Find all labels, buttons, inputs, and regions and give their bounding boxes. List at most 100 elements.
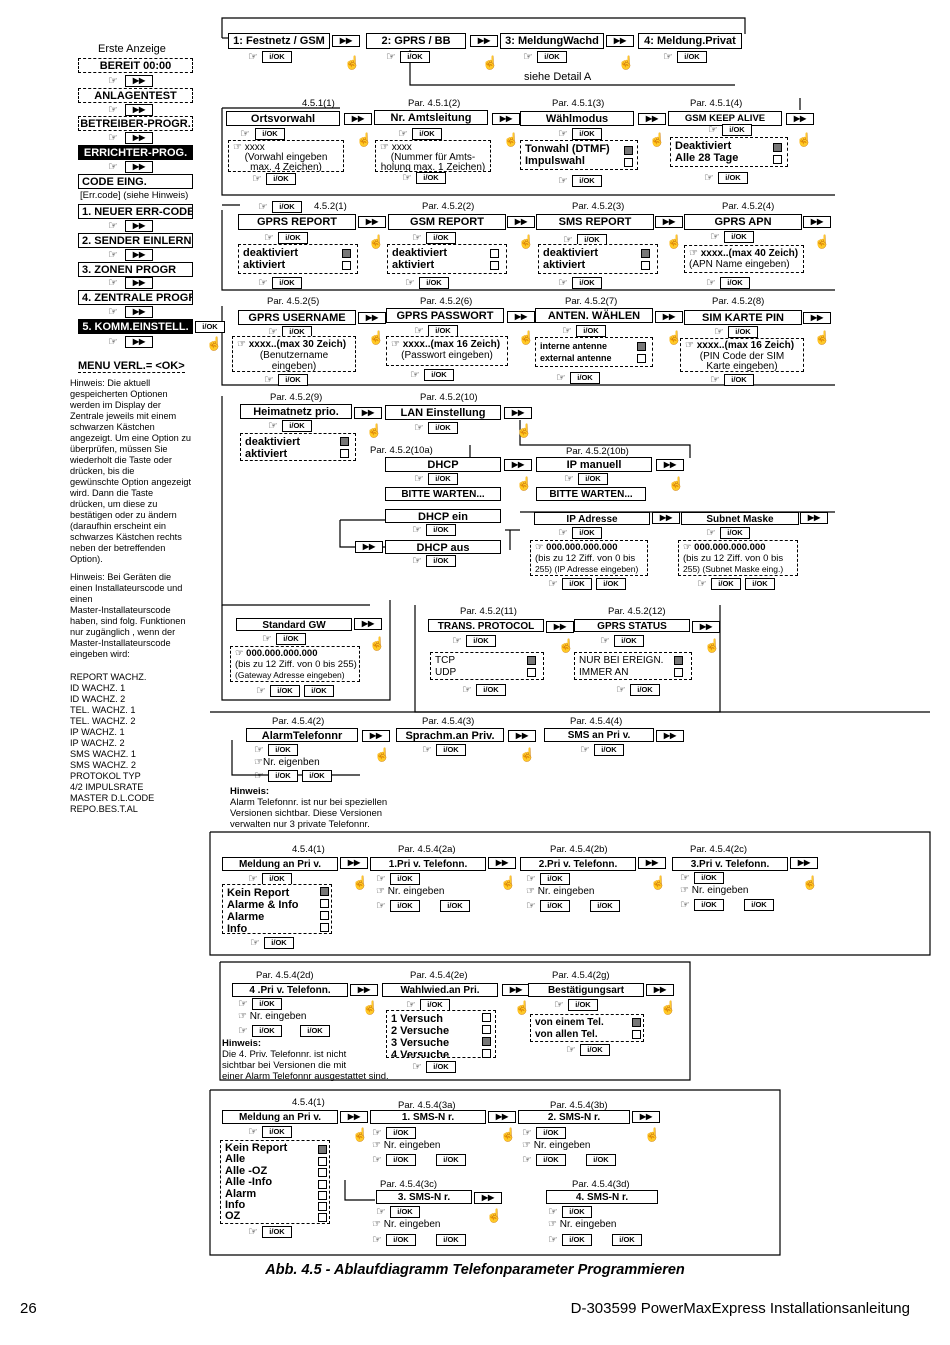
ok-button[interactable]: i/OK (426, 524, 456, 536)
ip-address-title[interactable]: IP Adresse (534, 512, 650, 525)
ok-button[interactable]: i/OK (694, 872, 724, 884)
ok-button[interactable]: i/OK (580, 1044, 610, 1056)
ok-button[interactable]: i/OK (262, 1226, 292, 1238)
antenna-title[interactable]: ANTEN. WÄHLEN (535, 308, 653, 323)
gprs-report-title[interactable]: GPRS REPORT (238, 214, 356, 230)
checkbox[interactable] (482, 1049, 491, 1058)
next-button[interactable]: ▶▶ (502, 984, 530, 996)
ok-button[interactable]: i/OK (252, 1025, 282, 1037)
ok-button[interactable]: i/OK (694, 899, 724, 911)
ok-button[interactable]: i/OK (728, 326, 758, 338)
checkbox[interactable] (674, 656, 683, 665)
next-button[interactable]: ▶▶ (652, 512, 680, 524)
checkbox[interactable] (527, 668, 536, 677)
sms3-nr-input[interactable]: ☞ Nr. eingeben (372, 1219, 441, 1230)
sms4-nr-input[interactable]: ☞ Nr. eingeben (548, 1219, 617, 1230)
next-button[interactable]: ▶▶ (125, 220, 153, 232)
ok-button[interactable]: i/OK (630, 684, 660, 696)
ok-button[interactable]: i/OK (424, 369, 454, 381)
next-button[interactable]: ▶▶ (655, 311, 683, 323)
next-button[interactable]: ▶▶ (790, 857, 818, 869)
next-button[interactable]: ▶▶ (655, 216, 683, 228)
sms2-nr-input[interactable]: ☞ Nr. eingeben (522, 1140, 591, 1151)
next-button[interactable]: ▶▶ (470, 35, 498, 47)
ok-button[interactable]: i/OK (572, 175, 602, 187)
sms-nr-1-title[interactable]: 1. SMS-N r. (370, 1110, 486, 1124)
next-button[interactable]: ▶▶ (125, 104, 153, 116)
ok-button[interactable]: i/OK (300, 1025, 330, 1037)
next-button[interactable]: ▶▶ (504, 459, 532, 471)
checkbox[interactable] (674, 668, 683, 677)
next-button[interactable]: ▶▶ (358, 216, 386, 228)
ok-button[interactable]: i/OK (562, 578, 592, 590)
checkbox[interactable] (320, 911, 329, 920)
ok-button[interactable]: i/OK (268, 744, 298, 756)
gprs-apn-title[interactable]: GPRS APN (684, 214, 802, 230)
alarm-nr-input[interactable]: ☞Nr. eigenben (254, 757, 320, 768)
ok-button[interactable]: i/OK (562, 1234, 592, 1246)
menu-enter-code[interactable]: CODE EING. (78, 174, 193, 189)
next-button[interactable]: ▶▶ (488, 1111, 516, 1123)
next-button[interactable]: ▶▶ (344, 113, 372, 125)
checkbox[interactable] (342, 249, 351, 258)
ok-button[interactable]: i/OK (255, 128, 285, 140)
next-button[interactable]: ▶▶ (340, 857, 368, 869)
next-button[interactable]: ▶▶ (362, 730, 390, 742)
next-button[interactable]: ▶▶ (632, 1111, 660, 1123)
gprs-username-title[interactable]: GPRS USERNAME (238, 310, 356, 325)
ok-button[interactable]: i/OK (711, 578, 741, 590)
sms1-nr-input[interactable]: ☞ Nr. eingeben (372, 1140, 441, 1151)
dhcp-title[interactable]: DHCP (385, 457, 501, 472)
ok-button[interactable]: i/OK (386, 1154, 416, 1166)
next-button[interactable]: ▶▶ (646, 984, 674, 996)
ok-button[interactable]: i/OK (476, 684, 506, 696)
ok-button[interactable]: i/OK (540, 873, 570, 885)
waehlmodus-title[interactable]: Wählmodus (520, 111, 634, 126)
ok-button[interactable]: i/OK (540, 900, 570, 912)
next-button[interactable]: ▶▶ (125, 306, 153, 318)
menu-user-settings[interactable]: BETREIBER-PROGR. (78, 116, 193, 131)
next-button[interactable]: ▶▶ (546, 621, 574, 633)
checkbox[interactable] (340, 437, 349, 446)
next-button[interactable]: ▶▶ (507, 216, 535, 228)
ok-button[interactable]: i/OK (744, 899, 774, 911)
next-button[interactable]: ▶▶ (125, 249, 153, 261)
ok-button[interactable]: i/OK (426, 1061, 456, 1073)
checkbox[interactable] (637, 342, 646, 351)
tab-festnetz-gsm[interactable]: 1: Festnetz / GSM (228, 33, 330, 49)
sms-nr-2-title[interactable]: 2. SMS-N r. (518, 1110, 630, 1124)
menu-zones[interactable]: 3. ZONEN PROGR (78, 262, 193, 277)
ok-button[interactable]: i/OK (576, 325, 606, 337)
ok-button[interactable]: i/OK (278, 232, 308, 244)
gateway-input[interactable]: ☞ 000.000.000.000(bis zu 12 Ziff. von 0 … (230, 646, 360, 682)
checkbox[interactable] (482, 1013, 491, 1022)
tab-meldung-privat[interactable]: 4: Meldung.Privat (638, 33, 742, 49)
waehlmodus-options[interactable]: Tonwahl (DTMF)Impulswahl (520, 140, 638, 170)
apn-input[interactable]: ☞ xxxx..(max 40 Zeich)(APN Name eingeben… (684, 245, 804, 273)
menu-exit[interactable]: MENU VERL.= <OK> (78, 360, 185, 373)
ok-button[interactable]: i/OK (536, 1127, 566, 1139)
next-button[interactable]: ▶▶ (504, 407, 532, 419)
report-private-title[interactable]: Meldung an Pri v. (222, 857, 338, 871)
ok-button[interactable]: i/OK (586, 1154, 616, 1166)
ok-button[interactable]: i/OK (278, 374, 308, 386)
phone4-nr-input[interactable]: ☞ Nr. eingeben (238, 1011, 307, 1022)
checkbox[interactable] (318, 1191, 327, 1200)
ok-button[interactable]: i/OK (270, 685, 300, 697)
ok-button[interactable]: i/OK (195, 321, 225, 333)
password-input[interactable]: ☞ xxxx..(max 16 Zeich)(Passwort eingeben… (386, 336, 508, 366)
checkbox[interactable] (632, 1018, 641, 1027)
ok-button[interactable]: i/OK (272, 201, 302, 213)
ok-button[interactable]: i/OK (386, 1127, 416, 1139)
ok-button[interactable]: i/OK (412, 128, 442, 140)
gprs-password-title[interactable]: GPRS PASSWORT (386, 308, 504, 323)
checkbox[interactable] (340, 449, 349, 458)
ok-button[interactable]: i/OK (436, 744, 466, 756)
ok-button[interactable]: i/OK (572, 128, 602, 140)
